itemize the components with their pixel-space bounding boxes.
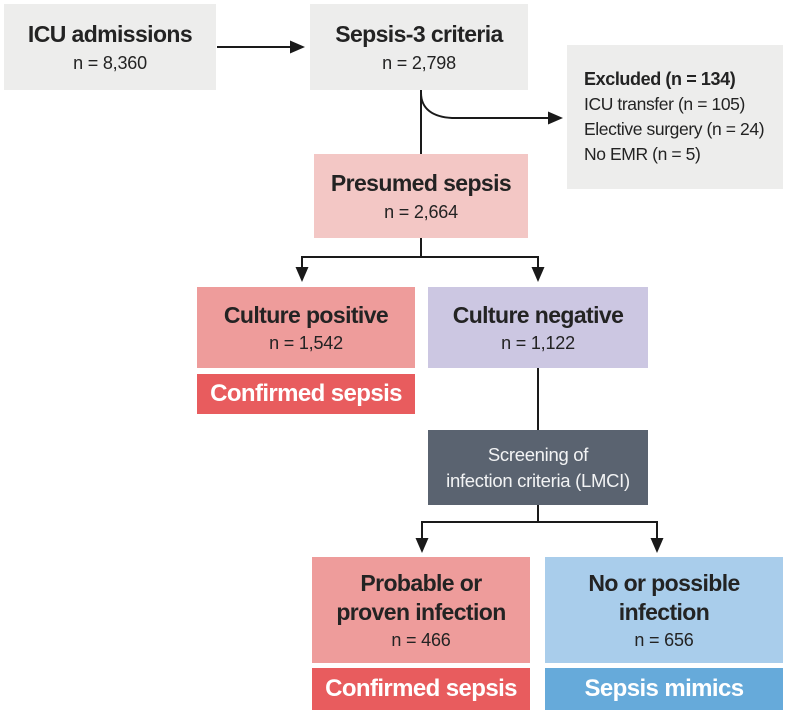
confirmed-sepsis-left-label: Confirmed sepsis [210, 380, 402, 407]
confirmed-sepsis-bottom-tag: Confirmed sepsis [312, 668, 530, 710]
screening-lmci-line2: infection criteria (LMCI) [446, 469, 630, 491]
confirmed-sepsis-bottom-label: Confirmed sepsis [325, 675, 517, 702]
probable-proven-line1: Probable or [360, 570, 482, 597]
presumed-sepsis-box: Presumed sepsis n = 2,664 [314, 154, 528, 238]
screening-lmci-box: Screening of infection criteria (LMCI) [428, 430, 648, 505]
sepsis-mimics-label: Sepsis mimics [584, 675, 745, 702]
probable-proven-line2: proven infection [336, 598, 506, 625]
excluded-item-icu-transfer: ICU transfer (n = 105) [584, 94, 745, 114]
probable-proven-infection-box: Probable or proven infection n = 466 [312, 557, 530, 663]
confirmed-sepsis-left-tag: Confirmed sepsis [197, 374, 415, 414]
culture-negative-title: Culture negative [452, 301, 624, 328]
icu-admissions-count: n = 8,360 [73, 52, 147, 73]
sepsis3-criteria-count: n = 2,798 [382, 52, 456, 73]
presumed-sepsis-count: n = 2,664 [384, 201, 458, 222]
no-possible-line1: No or possible [588, 570, 740, 597]
excluded-box: Excluded (n = 134) ICU transfer (n = 105… [567, 45, 783, 189]
probable-proven-count: n = 466 [391, 629, 451, 650]
icu-admissions-title: ICU admissions [27, 21, 193, 48]
culture-positive-count: n = 1,542 [269, 333, 343, 354]
icu-admissions-box: ICU admissions n = 8,360 [4, 4, 216, 90]
no-possible-line2: infection [618, 598, 710, 625]
no-possible-infection-box: No or possible infection n = 656 [545, 557, 783, 663]
no-possible-count: n = 656 [634, 629, 694, 650]
presumed-sepsis-title: Presumed sepsis [330, 170, 512, 197]
culture-positive-title: Culture positive [223, 301, 389, 328]
screening-lmci-line1: Screening of [487, 443, 589, 465]
culture-positive-box: Culture positive n = 1,542 [197, 287, 415, 368]
excluded-item-no-emr: No EMR (n = 5) [584, 144, 701, 164]
sepsis3-criteria-title: Sepsis-3 criteria [335, 21, 503, 48]
excluded-item-elective-surgery: Elective surgery (n = 24) [584, 119, 765, 139]
culture-negative-count: n = 1,122 [501, 333, 575, 354]
culture-negative-box: Culture negative n = 1,122 [428, 287, 648, 368]
sepsis3-criteria-box: Sepsis-3 criteria n = 2,798 [310, 4, 528, 90]
excluded-title: Excluded (n = 134) [584, 69, 736, 89]
sepsis-mimics-tag: Sepsis mimics [545, 668, 783, 710]
